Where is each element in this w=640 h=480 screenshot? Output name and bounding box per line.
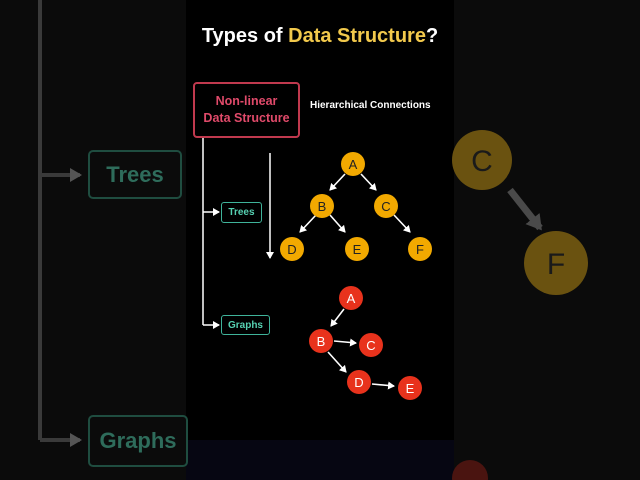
title-prefix: Types of <box>201 25 289 47</box>
graph-node-e <box>398 376 422 400</box>
graph-node-b <box>309 329 333 353</box>
tree-node-d-label: D <box>287 242 296 257</box>
category-box: Non-linear Data Structure <box>193 82 300 138</box>
graph-node-d <box>347 370 371 394</box>
category-line2: Data Structure <box>203 111 290 125</box>
graph-node-d-label: D <box>354 375 363 390</box>
tree-node-c <box>374 194 398 218</box>
background-node-c-label: C <box>471 145 493 178</box>
blurred-left-panel <box>0 0 186 480</box>
background-zoom-nodes: C F <box>452 130 588 480</box>
hierarchical-caption: Hierarchical Connections <box>310 100 431 111</box>
tree-node-e <box>345 237 369 261</box>
graph: A B C D E <box>309 286 422 400</box>
tree-node-f-label: F <box>416 242 424 257</box>
main-content-panel <box>186 0 454 480</box>
tree-node-a <box>341 152 365 176</box>
graph-node-b-label: B <box>317 334 326 349</box>
graph-node-a <box>339 286 363 310</box>
graph-edges <box>327 308 395 390</box>
tree-node-b-label: B <box>318 199 327 214</box>
tree-node-e-label: E <box>353 242 362 257</box>
tree-node-d <box>280 237 304 261</box>
bottom-fade <box>186 440 454 480</box>
title-highlight: Data Structure <box>288 25 426 47</box>
background-graphs-tag: Graphs <box>88 415 188 467</box>
graph-node-e-label: E <box>406 381 415 396</box>
graph-node-a-label: A <box>347 291 356 306</box>
background-node-f <box>524 231 588 295</box>
tree-edges <box>299 173 411 233</box>
tree-node-f <box>408 237 432 261</box>
tree-node-c-label: C <box>381 199 390 214</box>
title-suffix: ? <box>425 25 439 47</box>
trees-tag: Trees <box>221 202 262 223</box>
graph-node-c <box>359 333 383 357</box>
background-trees-tag: Trees <box>88 150 182 199</box>
background-connectors <box>38 0 82 447</box>
graphs-tag: Graphs <box>221 315 270 335</box>
category-line1: Non-linear <box>215 94 278 108</box>
tree-node-a-label: A <box>349 157 358 172</box>
tree-node-b <box>310 194 334 218</box>
graph-node-c-label: C <box>366 338 375 353</box>
background-node-f-label: F <box>547 248 565 281</box>
category-connectors <box>202 138 274 329</box>
slide-title: Types of Data Structure? <box>190 25 450 48</box>
background-node-c <box>452 130 512 190</box>
tree: A B C D E F <box>280 152 432 261</box>
